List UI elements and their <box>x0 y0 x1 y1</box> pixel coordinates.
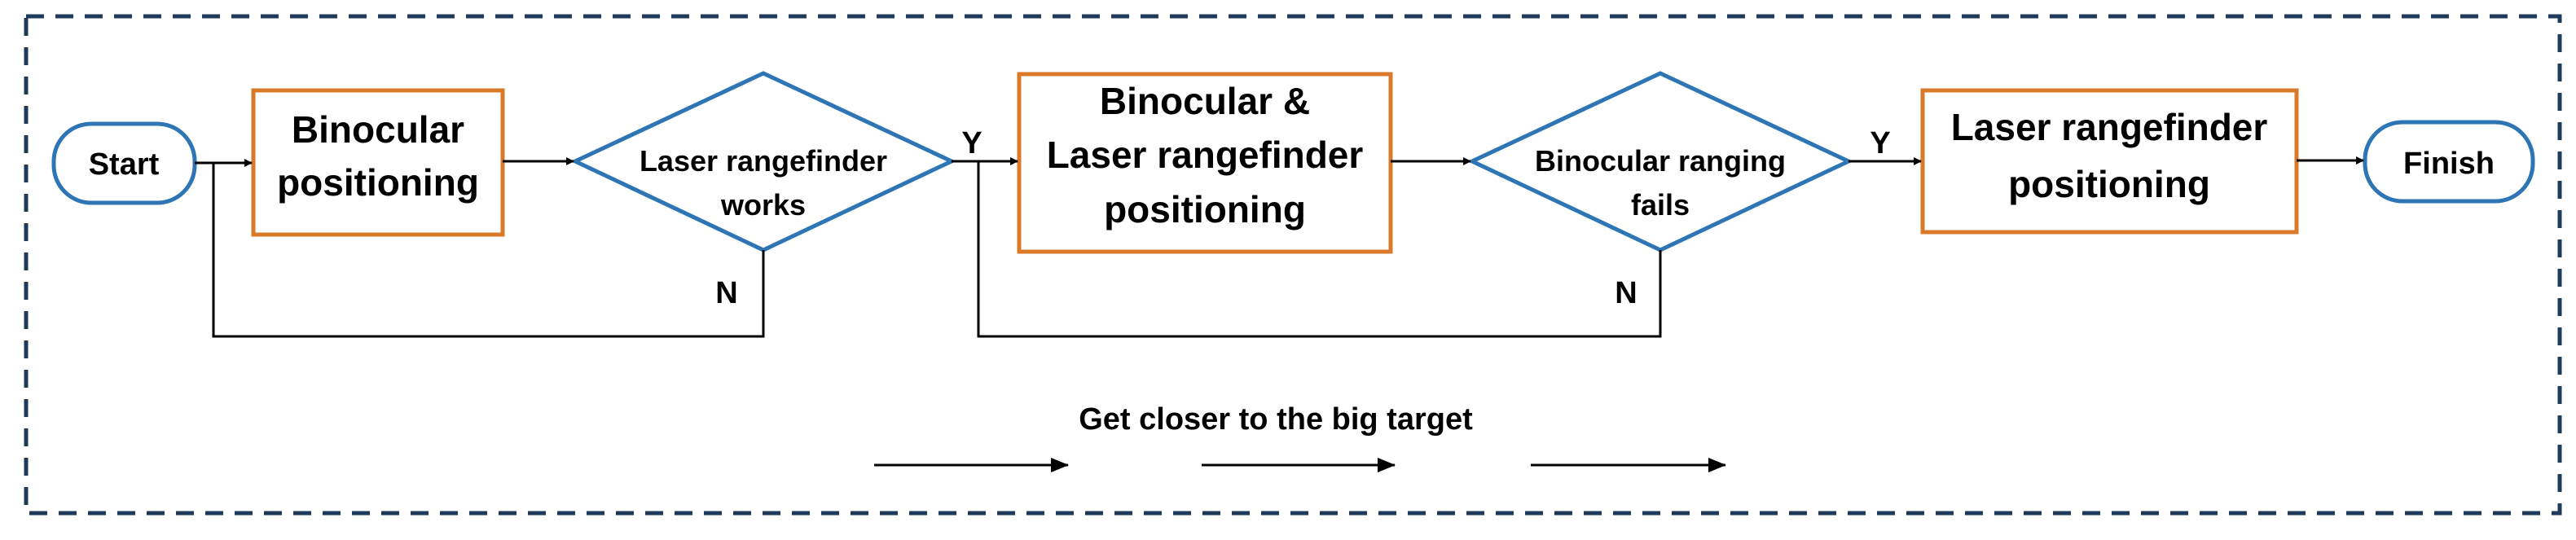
start-terminal: Start <box>51 121 197 205</box>
edge-label-laser-works-no: N <box>715 276 737 310</box>
both-label-line3: positioning <box>1104 188 1306 230</box>
laser-works-label-line1: Laser rangefinder <box>640 144 887 178</box>
direction-note: Get closer to the big target <box>1079 402 1473 437</box>
finish-terminal: Finish <box>2363 120 2535 204</box>
laser-label-line1: Laser rangefinder <box>1951 106 2268 148</box>
process-binocular-laser-positioning: Binocular & Laser rangefinder positionin… <box>1017 72 1393 254</box>
binocular-label-line1: Binocular <box>292 108 464 151</box>
both-label-line1: Binocular & <box>1100 80 1310 122</box>
start-label: Start <box>89 147 160 182</box>
process-laser-rangefinder-positioning: Laser rangefinder positioning <box>1920 88 2299 235</box>
laser-works-label-line2: works <box>720 188 806 222</box>
edge-label-binocular-fails-yes: Y <box>1870 126 1890 160</box>
binocular-fails-label-line1: Binocular ranging <box>1535 144 1786 178</box>
binocular-fails-label-line2: fails <box>1631 188 1690 222</box>
binocular-label-line2: positioning <box>277 161 479 204</box>
loop-decision1-no <box>212 163 765 338</box>
both-label-line2: Laser rangefinder <box>1047 134 1364 176</box>
laser-label-line2: positioning <box>2008 163 2210 205</box>
decision-laser-rangefinder-works: Laser rangefinder works <box>570 71 956 252</box>
finish-label: Finish <box>2403 147 2495 181</box>
edge-label-binocular-fails-no: N <box>1615 276 1637 310</box>
dashed-frame <box>24 14 2562 516</box>
edge-label-laser-works-yes: Y <box>961 126 982 160</box>
loop-decision2-no <box>977 161 1662 338</box>
decision-binocular-ranging-fails: Binocular ranging fails <box>1467 71 1853 252</box>
process-binocular-positioning: Binocular positioning <box>251 88 505 237</box>
